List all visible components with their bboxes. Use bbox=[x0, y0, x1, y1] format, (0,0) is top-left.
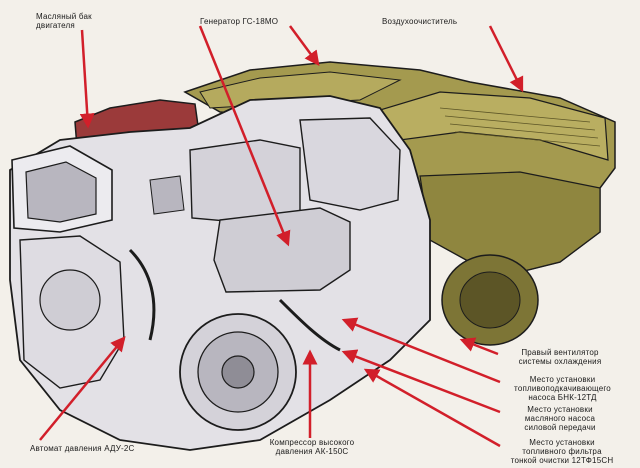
label-fan: Правый вентилятор системы охлаждения bbox=[500, 348, 620, 366]
engine-block bbox=[9, 95, 431, 451]
label-compressor: Компрессор высокого давления АК-150С bbox=[262, 438, 362, 456]
pointer-oil-pump bbox=[341, 349, 501, 414]
pointer-pressure-regulator bbox=[39, 336, 126, 441]
label-generator: Генератор ГС-18МО bbox=[200, 17, 278, 26]
label-fuel-filter: Место установки топливного фильтра тонко… bbox=[494, 438, 630, 465]
label-compressor-line-1: Компрессор высокого bbox=[269, 438, 355, 447]
label-oil-tank: Масляный бак двигателя bbox=[36, 12, 92, 30]
label-booster-pump-line-1: Место установки bbox=[529, 375, 596, 384]
label-fuel-filter-line-2: топливного фильтра bbox=[522, 447, 602, 456]
label-booster-pump-line-2: топливоподкачивающего bbox=[514, 384, 611, 393]
pointer-lines bbox=[39, 25, 524, 448]
pointer-fan bbox=[459, 337, 499, 356]
label-oil-pump-line-3: силовой передачи bbox=[524, 423, 596, 432]
label-air-cleaner-line-1: Воздухоочиститель bbox=[382, 17, 458, 26]
label-oil-pump-line-1: Место установки bbox=[527, 405, 593, 414]
pointer-air-cleaner-top bbox=[288, 25, 320, 67]
label-fan-line-2: системы охлаждения bbox=[518, 357, 602, 366]
label-pressure-regulator-line-1: Автомат давления АДУ-2С bbox=[30, 444, 135, 453]
label-pressure-regulator: Автомат давления АДУ-2С bbox=[30, 444, 135, 453]
label-air-cleaner: Воздухоочиститель bbox=[382, 17, 457, 26]
label-oil-pump: Место установки масляного насоса силовой… bbox=[500, 405, 620, 432]
pointer-oil-tank bbox=[79, 29, 95, 129]
label-fan-line-1: Правый вентилятор bbox=[521, 348, 599, 357]
label-oil-tank-line-1: Масляный бак bbox=[36, 12, 92, 21]
label-booster-pump: Место установки топливоподкачивающего на… bbox=[500, 375, 625, 402]
label-oil-pump-line-2: масляного насоса bbox=[524, 414, 596, 423]
label-compressor-line-2: давления АК-150С bbox=[275, 447, 349, 456]
label-fuel-filter-line-1: Место установки bbox=[529, 438, 595, 447]
label-generator-line-1: Генератор ГС-18МО bbox=[200, 17, 279, 26]
label-booster-pump-line-3: насоса БНК-12ТД bbox=[528, 393, 597, 402]
label-oil-tank-line-2: двигателя bbox=[36, 21, 75, 30]
pointer-air-cleaner bbox=[488, 25, 524, 93]
pointer-generator bbox=[198, 25, 291, 247]
pointer-booster-pump bbox=[341, 317, 501, 384]
label-fuel-filter-line-3: тонкой очистки 12ТФ15СН bbox=[510, 456, 614, 465]
pointer-fuel-filter bbox=[363, 368, 501, 448]
